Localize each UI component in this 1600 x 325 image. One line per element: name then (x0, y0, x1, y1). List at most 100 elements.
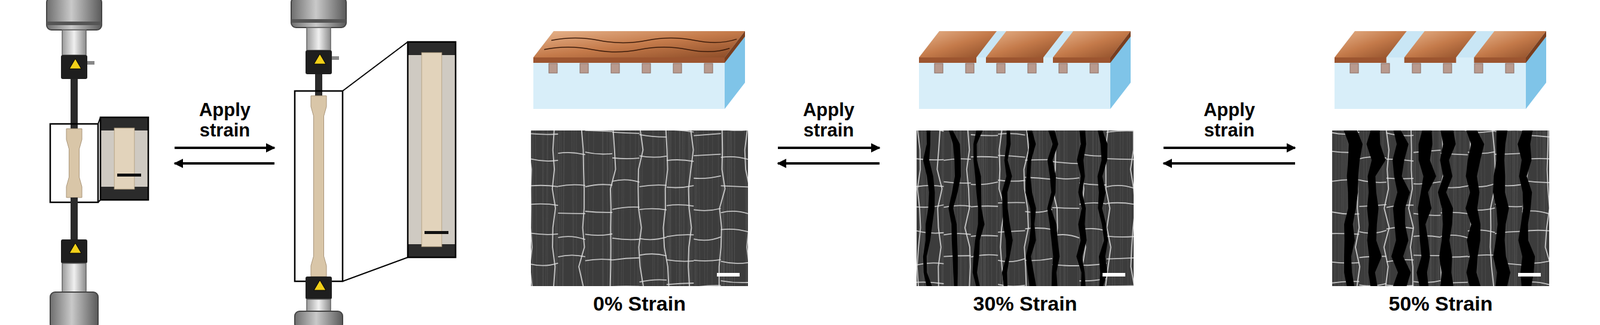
sem-texture (1014, 130, 1016, 286)
sem-texture (668, 130, 670, 286)
crack-line (971, 205, 998, 207)
sem-texture (1439, 130, 1441, 286)
strain-caption: 0% Strain (530, 291, 748, 316)
sem-image (1332, 130, 1550, 286)
sem-texture (1111, 130, 1113, 286)
substrate-front (918, 57, 1111, 109)
sem-texture (542, 130, 544, 286)
warning-sign (69, 58, 82, 69)
copper-film (1052, 31, 1131, 58)
tensile-tester (46, 0, 149, 325)
crack-line (530, 203, 558, 206)
sem-texture (575, 130, 577, 286)
crack-line (997, 230, 1025, 232)
copper-film (1473, 31, 1547, 58)
strain-arrow (777, 146, 880, 149)
pillar (1027, 63, 1037, 73)
crack-line (965, 130, 971, 286)
open-crack (972, 130, 985, 286)
crack-line (663, 130, 669, 286)
crack-line (1106, 130, 1134, 132)
crack-line (612, 132, 640, 134)
crack-line (997, 284, 1025, 286)
sem-image (530, 130, 748, 286)
pillar (642, 63, 651, 73)
pillar (673, 63, 682, 73)
crack-line (530, 159, 558, 161)
crack-line (688, 130, 693, 286)
copper-edge (985, 57, 1044, 63)
sem-texture (1406, 130, 1408, 286)
crack-line (557, 212, 585, 215)
sem-texture (1463, 130, 1465, 286)
crack-line (639, 155, 667, 157)
crack-line (1408, 130, 1414, 286)
crack-line (612, 179, 640, 182)
crack-line (612, 257, 640, 261)
strain-arrow (1163, 162, 1296, 165)
crack-line (530, 133, 558, 134)
crack-line (693, 175, 721, 179)
load-cell-ring (46, 21, 102, 26)
crack-line (1106, 284, 1134, 286)
sem-texture (1008, 130, 1011, 286)
sem-texture (1094, 130, 1097, 286)
scale-bar (1102, 272, 1126, 277)
sem-texture (663, 130, 665, 286)
sem-texture (996, 130, 997, 286)
sem-texture (703, 130, 705, 286)
sem-texture (695, 130, 696, 286)
crack-line (612, 285, 640, 286)
sem-texture (707, 130, 709, 286)
sem-texture (1086, 130, 1087, 286)
pillar (1089, 63, 1099, 73)
crack-line (557, 254, 585, 257)
sem-texture (971, 130, 973, 286)
sem-texture (563, 130, 564, 286)
crack-line (721, 280, 748, 283)
sem-texture (560, 130, 563, 286)
sem-texture (987, 130, 989, 286)
warning-sign (313, 53, 326, 64)
copper-edge (1334, 57, 1387, 63)
open-crack (1097, 130, 1108, 286)
sample (310, 95, 327, 277)
pillar (965, 63, 974, 73)
sem-texture (640, 130, 641, 286)
copper-side (1110, 31, 1131, 63)
open-crack (1002, 130, 1013, 286)
rod (70, 78, 78, 129)
sem-texture (1363, 130, 1365, 286)
copper-side (1525, 31, 1547, 63)
arrow-label: Apply strain (1185, 99, 1274, 141)
copper-side (724, 31, 745, 63)
crack-line (557, 152, 585, 155)
sem-texture (1042, 130, 1045, 286)
crack-line (721, 228, 748, 232)
pillar (1505, 63, 1514, 73)
crack-line (557, 236, 585, 240)
sem-texture (991, 130, 993, 286)
sem-texture (1017, 130, 1019, 286)
crack-line (1106, 236, 1134, 237)
sem-panel: 50% Strain (1332, 130, 1550, 316)
film-schematic (1334, 31, 1547, 109)
pillar (1412, 63, 1421, 73)
crack-line (585, 211, 613, 213)
pillar (934, 63, 943, 73)
adapter (62, 263, 87, 292)
copper-film (985, 31, 1064, 58)
load-cell-ring (291, 19, 347, 23)
crack-line (666, 234, 694, 237)
crack-line (530, 185, 558, 187)
crack-line (1106, 158, 1134, 160)
rod (70, 197, 78, 240)
crack-line (530, 263, 558, 266)
sem-texture (1036, 130, 1038, 286)
sem-texture (1458, 130, 1461, 286)
sem-texture (682, 130, 684, 286)
crack-line (585, 184, 613, 187)
sem-texture (1000, 130, 1001, 286)
substrate-top (533, 31, 745, 58)
